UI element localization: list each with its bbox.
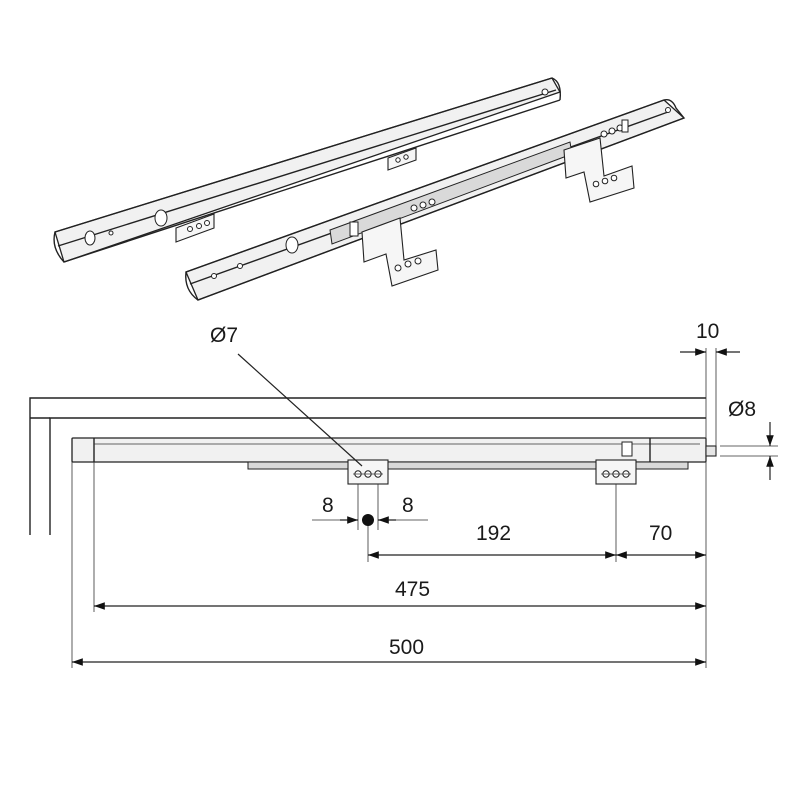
cabinet-outline xyxy=(29,397,706,535)
slide-rail-side-view xyxy=(71,437,707,470)
cabinet-rail-illustration xyxy=(53,77,562,263)
hole-offset-right-label: 8 xyxy=(402,494,414,517)
extension-lines xyxy=(71,348,778,668)
pin-length-label: 10 xyxy=(696,320,719,343)
front-mounting-bracket xyxy=(347,459,389,485)
hole-diameter-label: Ø7 xyxy=(210,324,238,347)
total-length-label: 500 xyxy=(389,636,424,659)
drawer-rail-illustration xyxy=(185,98,686,301)
hole-diameter-leader xyxy=(237,353,374,526)
pin-diameter-label: Ø8 xyxy=(728,398,756,421)
rail-length-label: 475 xyxy=(395,578,430,601)
end-offset-label: 70 xyxy=(649,522,672,545)
bracket-spacing-label: 192 xyxy=(476,522,511,545)
rear-pin xyxy=(705,445,717,457)
rear-mounting-bracket xyxy=(595,459,637,485)
hole-offset-left-label: 8 xyxy=(322,494,334,517)
dimension-lines xyxy=(72,348,774,666)
hole-marker-dot xyxy=(362,514,374,526)
